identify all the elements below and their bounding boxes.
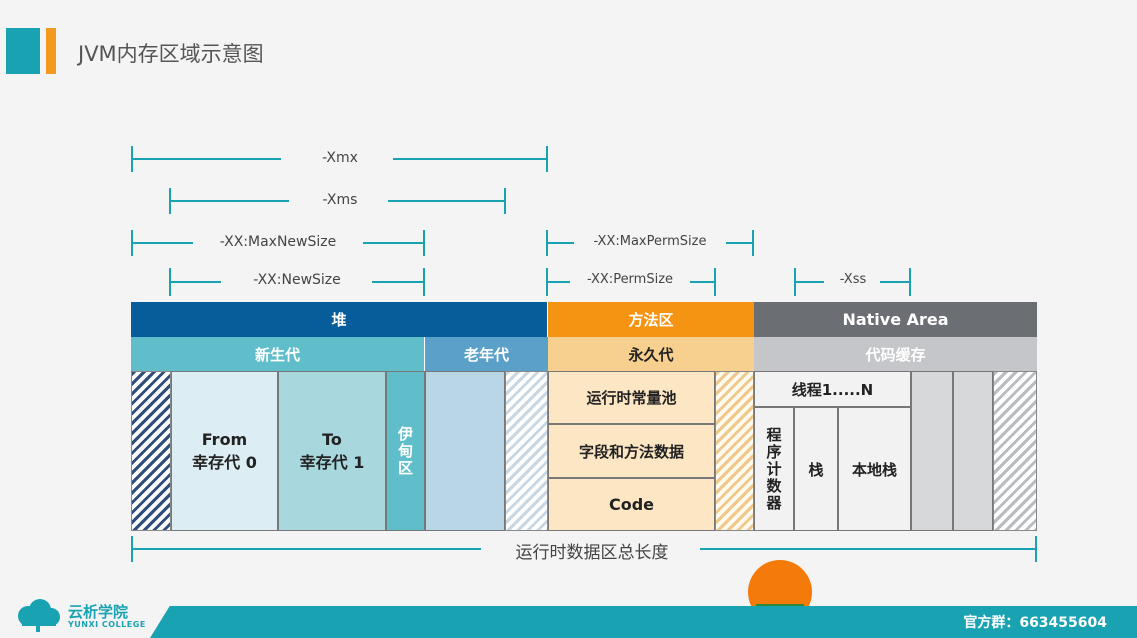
xms-label: -Xms [322, 192, 358, 208]
perm-gen-reserved [715, 371, 754, 531]
to-survivor-line1: To [322, 429, 342, 449]
code-area: Code [548, 478, 715, 531]
newsize-tick-right [423, 268, 425, 296]
permsize-tick-right [714, 268, 716, 296]
to-survivor-line2: 幸存代 1 [299, 452, 365, 472]
total-line-left [131, 548, 481, 550]
total-length-label: 运行时数据区总长度 [515, 543, 669, 563]
code-cache-header: 代码缓存 [754, 337, 1037, 371]
newsize-line-right [372, 281, 424, 283]
xmx-line-left [131, 158, 281, 160]
xmx-tick-right [546, 146, 548, 172]
xss-label: -Xss [839, 272, 867, 287]
xss-line-left [794, 281, 824, 283]
total-line-right [700, 548, 1037, 550]
native-area-header: Native Area [754, 302, 1037, 337]
field-method-data: 字段和方法数据 [548, 424, 715, 478]
jvm-stack: 栈 [794, 407, 838, 531]
young-gen-header: 新生代 [131, 337, 425, 371]
xss-line-right [880, 281, 910, 283]
footer-band [150, 606, 1137, 638]
heap-header: 堆 [131, 302, 548, 337]
maxpermsize-line-left [546, 242, 574, 244]
eden-space: 伊甸区 [386, 371, 425, 531]
maxnewsize-line-left [131, 242, 193, 244]
code-cache-space-2 [953, 371, 993, 531]
native-method-stack: 本地栈 [838, 407, 911, 531]
old-gen-space [425, 371, 505, 531]
maxnewsize-line-right [363, 242, 424, 244]
code-cache-reserved [993, 371, 1037, 531]
title-accent-bar-teal [6, 28, 40, 74]
total-tick-right [1035, 536, 1037, 562]
logo-name: 云析学院 [68, 603, 129, 621]
code-cache-space-1 [911, 371, 953, 531]
maxpermsize-label: -XX:MaxPermSize [593, 234, 707, 249]
xmx-line-right [393, 158, 547, 160]
cloud-logo-icon [14, 598, 62, 632]
from-survivor-line2: 幸存代 0 [192, 452, 257, 472]
maxnewsize-label: -XX:MaxNewSize [219, 234, 337, 250]
maxpermsize-line-right [726, 242, 753, 244]
xms-line-right [388, 200, 505, 202]
pc-register: 程序计数器 [754, 407, 794, 531]
threads-header: 线程1.....N [754, 371, 911, 407]
maxnewsize-tick-right [423, 230, 425, 256]
to-survivor: To 幸存代 1 [278, 371, 386, 531]
young-gen-reserved [131, 371, 171, 531]
pc-register-label: 程序计数器 [764, 426, 783, 512]
permsize-label: -XX:PermSize [586, 272, 674, 287]
xss-tick-right [909, 268, 911, 296]
contact-info: 官方群：663455604 [963, 615, 1107, 631]
logo-subtitle: YUNXI COLLEGE [68, 620, 146, 629]
method-area-header: 方法区 [548, 302, 754, 337]
page-title: JVM内存区域示意图 [78, 42, 264, 66]
title-accent-bar-orange [46, 28, 56, 74]
xmx-label: -Xmx [322, 150, 358, 166]
xms-tick-right [504, 188, 506, 214]
from-survivor: From 幸存代 0 [171, 371, 278, 531]
old-gen-reserved [505, 371, 548, 531]
newsize-line-left [169, 281, 221, 283]
runtime-constant-pool: 运行时常量池 [548, 371, 715, 424]
eden-label: 伊甸区 [396, 425, 414, 477]
xms-line-left [169, 200, 289, 202]
maxpermsize-tick-right [752, 230, 754, 256]
permsize-line-right [690, 281, 715, 283]
old-gen-header: 老年代 [425, 337, 548, 371]
perm-gen-header: 永久代 [548, 337, 754, 371]
permsize-line-left [546, 281, 570, 283]
newsize-label: -XX:NewSize [253, 272, 341, 288]
from-survivor-line1: From [201, 429, 248, 449]
